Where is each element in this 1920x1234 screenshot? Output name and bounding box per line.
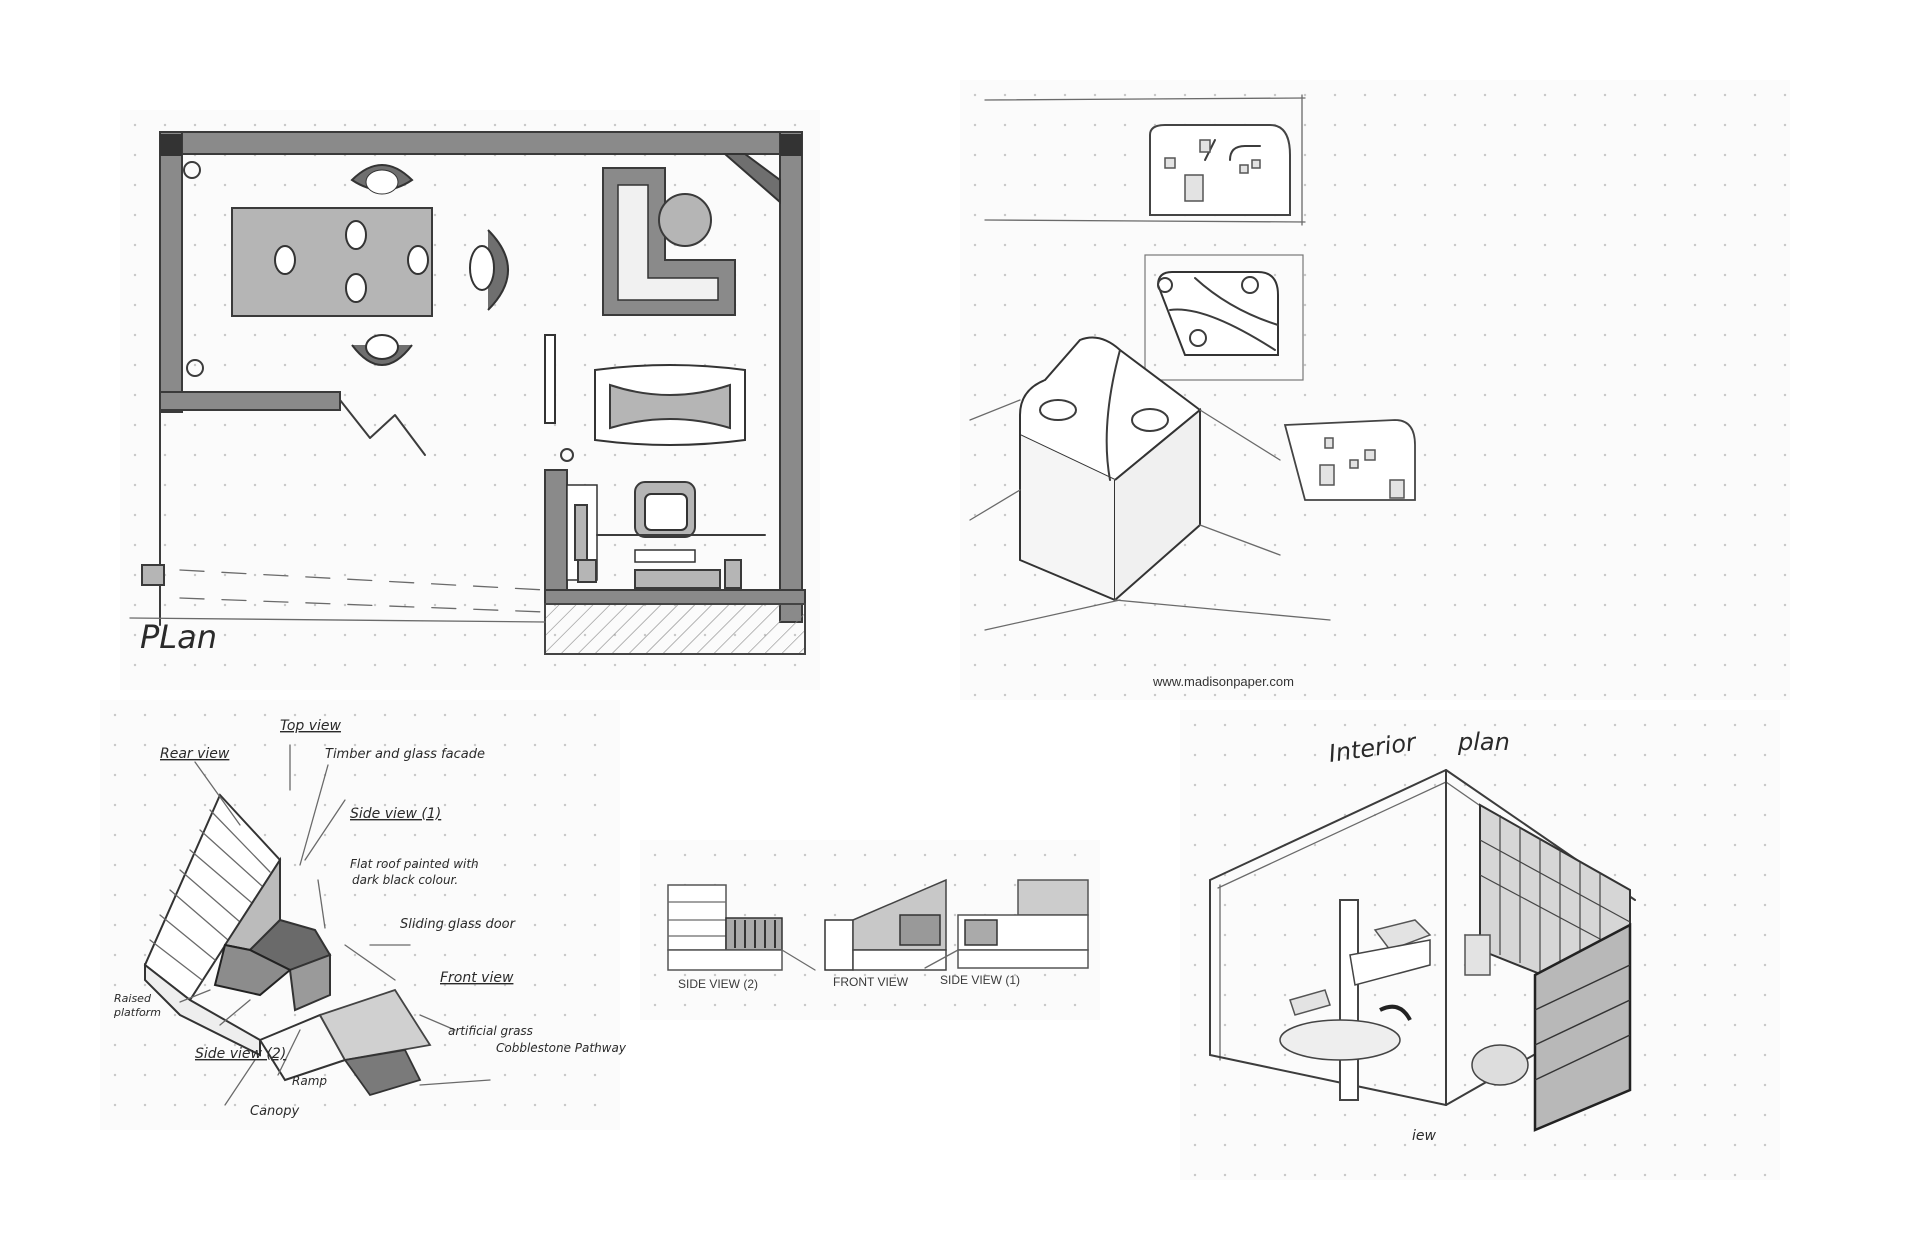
label-flat-roof-2: dark black colour.: [352, 873, 458, 887]
label-front-view: Front view: [440, 970, 514, 986]
label-side-view-2: Side view (2): [195, 1046, 286, 1062]
exterior-isometric-sketch: Top view Rear view Timber and glass faca…: [100, 700, 627, 1130]
label-canopy: Canopy: [250, 1104, 299, 1119]
label-ramp: Ramp: [292, 1074, 327, 1088]
label-sliding-door: Sliding glass door: [400, 917, 517, 932]
label-flat-roof-1: Flat roof painted with: [350, 857, 479, 871]
interior-sketch: Interior plan iew: [1180, 710, 1780, 1180]
interior-title-right: plan: [1457, 728, 1510, 756]
watermark-url: www.madisonpaper.com: [1152, 674, 1294, 689]
label-rear-view: Rear view: [160, 746, 230, 762]
pavilion-drawing: www.madisonpaper.com: [969, 94, 1416, 689]
interior-title-left: Interior: [1327, 728, 1420, 768]
plan-title: PLan: [140, 618, 217, 656]
label-side-view-1: Side view (1): [350, 806, 441, 822]
exterior-drawing: Top view Rear view Timber and glass faca…: [113, 718, 627, 1119]
elevation-label-front-view: FRONT VIEW: [833, 975, 909, 989]
pavilion-sketch: www.madisonpaper.com: [960, 80, 1790, 700]
label-facade: Timber and glass facade: [325, 747, 485, 762]
interior-drawing: Interior plan iew: [1209, 728, 1636, 1144]
elevations-drawing: SIDE VIEW (2) FRONT VIEW SIDE VIEW (1): [667, 878, 1089, 991]
label-artificial-grass: artificial grass: [448, 1024, 533, 1038]
interior-footer-text: iew: [1412, 1128, 1437, 1144]
label-raised-2: platform: [113, 1006, 161, 1019]
floor-plan-sketch: PLan: [120, 110, 820, 690]
floor-plan-drawing: PLan: [129, 131, 806, 656]
elevations-sketch: SIDE VIEW (2) FRONT VIEW SIDE VIEW (1): [640, 840, 1100, 1020]
elevation-label-side-view-1: SIDE VIEW (1): [940, 973, 1020, 987]
label-raised-1: Raised: [114, 992, 152, 1005]
label-top-view: Top view: [280, 718, 342, 734]
label-cobblestone: Cobblestone Pathway: [496, 1041, 627, 1055]
elevation-label-side-view-2: SIDE VIEW (2): [678, 977, 758, 991]
